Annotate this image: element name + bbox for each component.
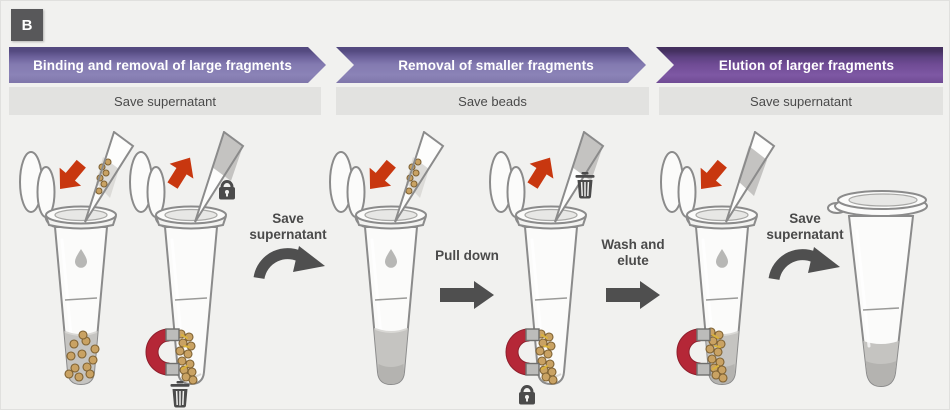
pipette-icon	[84, 131, 134, 223]
pipette-icon	[394, 131, 444, 223]
banner-step-binding: Binding and removal of large fragments	[9, 47, 326, 83]
red-arrow-up-icon	[520, 150, 562, 193]
transition-label-pull-down: Pull down	[435, 248, 499, 263]
tube-icon	[490, 152, 577, 384]
banner-step-removal-title: Removal of smaller fragments	[398, 57, 594, 73]
red-arrow-down-icon	[690, 154, 734, 199]
subbar-step-elution-label: Save supernatant	[750, 93, 852, 109]
subbar-step-removal-label: Save beads	[458, 93, 527, 109]
red-arrow-down-icon	[49, 154, 93, 199]
tube-step-4-pulldown	[490, 131, 604, 406]
subbar-step-binding: Save supernatant	[9, 87, 321, 115]
tubes-diagram	[1, 131, 928, 409]
lock-icon	[517, 385, 537, 406]
lock-icon	[217, 180, 237, 201]
transition-label-wash-and-elute: Wash and elute	[601, 237, 665, 269]
straight-arrow-icon	[440, 281, 494, 309]
subbar-step-elution: Save supernatant	[659, 87, 943, 115]
tube-step-1-add-beads	[20, 131, 134, 384]
pipette-icon	[725, 131, 775, 223]
tube-step-2-aspirate	[130, 131, 244, 409]
straight-arrow-icon	[606, 281, 660, 309]
banner-step-removal: Removal of smaller fragments	[336, 47, 646, 83]
curved-arrow-icon	[259, 246, 325, 278]
tube-step-6-final	[827, 190, 928, 388]
subbar-step-binding-label: Save supernatant	[114, 93, 216, 109]
transition-label-save-supernatant-2: Save supernatant	[766, 211, 844, 243]
tube-icon	[130, 152, 217, 384]
tube-step-5-elute	[661, 131, 775, 384]
protocol-illustration: Save supernatant Pull down Wash and elut…	[1, 131, 949, 409]
banner-step-elution-title: Elution of larger fragments	[718, 57, 895, 73]
red-arrow-up-icon	[160, 150, 202, 193]
pipette-icon	[194, 131, 244, 223]
trash-icon	[169, 380, 191, 409]
subbar-step-removal: Save beads	[336, 87, 649, 115]
transition-label-save-supernatant-1: Save supernatant	[249, 211, 327, 243]
banner-step-elution: Elution of larger fragments	[656, 47, 943, 83]
tube-step-3-add-beads	[330, 131, 444, 384]
banner-step-binding-title: Binding and removal of large fragments	[33, 57, 292, 73]
red-arrow-down-icon	[359, 154, 403, 199]
panel-label: B	[11, 9, 43, 41]
trash-icon	[574, 171, 596, 200]
beads-in-liquid	[64, 330, 100, 382]
curved-arrow-icon	[774, 247, 840, 279]
